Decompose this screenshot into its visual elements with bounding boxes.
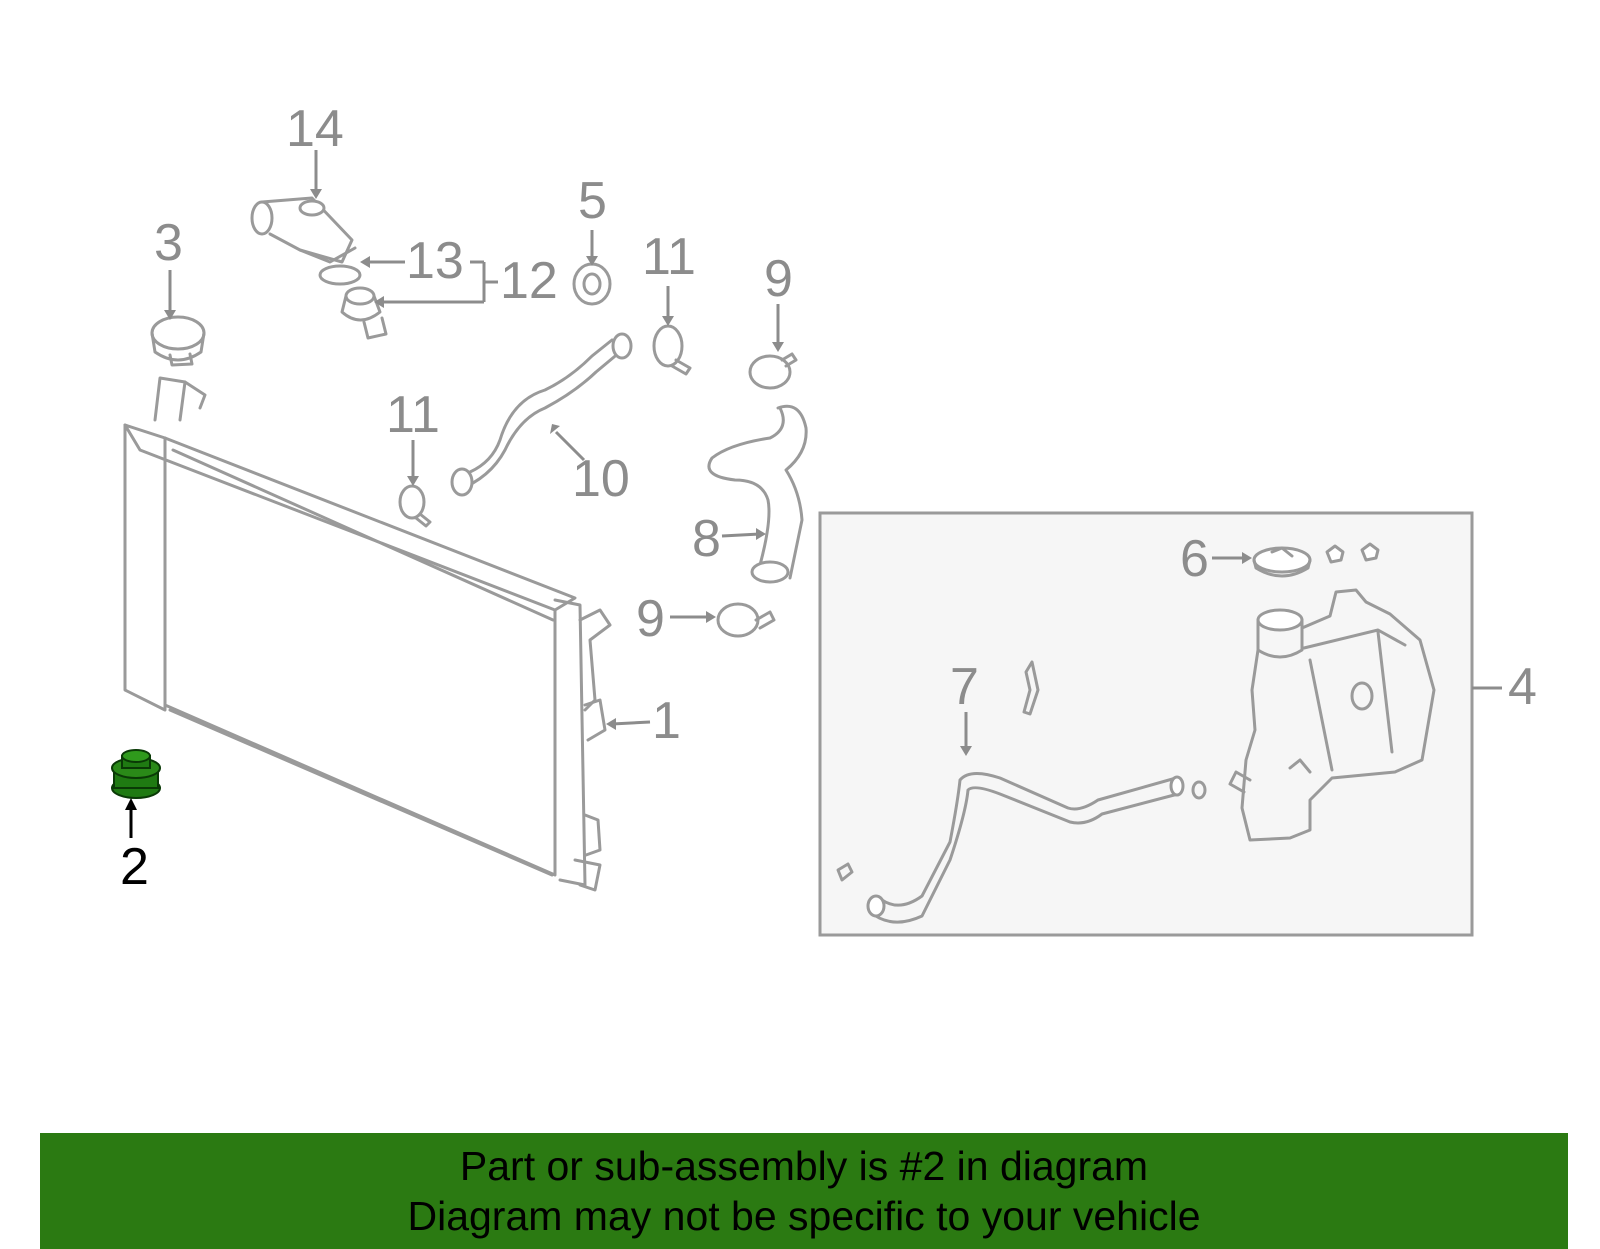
callout-4: 4 — [1508, 658, 1537, 716]
leader-lines — [125, 150, 1502, 838]
callout-12: 12 — [500, 252, 558, 310]
callout-7: 7 — [950, 658, 979, 716]
callout-1: 1 — [652, 692, 681, 750]
thermostat-housing-part-14[interactable] — [250, 196, 357, 264]
gasket-part-13[interactable] — [318, 264, 362, 286]
hose-clamp-part-11-upper[interactable] — [652, 324, 692, 376]
callout-labels: 1 2 3 4 5 6 7 8 9 9 10 11 11 12 13 14 — [120, 100, 1537, 896]
overflow-hose-part-7[interactable] — [836, 660, 1207, 924]
radiator-part-1[interactable] — [123, 376, 612, 892]
hose-clamp-part-9-upper[interactable] — [748, 352, 798, 390]
lower-hose-part-8[interactable] — [707, 404, 808, 584]
banner-line-1: Part or sub-assembly is #2 in diagram — [459, 1143, 1149, 1189]
callout-11-lower: 11 — [386, 386, 440, 444]
callout-9-lower: 9 — [636, 590, 665, 648]
reservoir-nut-1 — [1325, 544, 1345, 564]
insulator-part-2[interactable] — [111, 749, 161, 799]
reservoir-nut-2 — [1360, 542, 1380, 562]
callout-13: 13 — [406, 232, 464, 290]
radiator-cap-part-3[interactable] — [150, 315, 206, 367]
callout-11-upper: 11 — [642, 228, 696, 286]
callout-10: 10 — [572, 450, 630, 508]
clamp-part-5[interactable] — [572, 262, 612, 306]
thermostat-part-12[interactable] — [340, 286, 388, 340]
callout-8: 8 — [692, 510, 721, 568]
reservoir-cap-part-6[interactable] — [1252, 546, 1312, 578]
banner-line-2: Diagram may not be specific to your vehi… — [407, 1193, 1201, 1239]
upper-hose-part-10[interactable] — [450, 332, 633, 497]
callout-6: 6 — [1180, 530, 1209, 588]
callout-5: 5 — [578, 172, 607, 230]
callout-2: 2 — [120, 838, 149, 896]
callout-9-upper: 9 — [764, 250, 793, 308]
callout-14: 14 — [286, 100, 344, 158]
coolant-reservoir-part-4[interactable] — [1228, 588, 1436, 842]
part-info-banner: Part or sub-assembly is #2 in diagram Di… — [40, 1133, 1568, 1249]
hose-clamp-part-11-lower[interactable] — [398, 484, 432, 528]
callout-3: 3 — [154, 214, 183, 272]
hose-clamp-part-9-lower[interactable] — [716, 602, 776, 638]
reservoir-inset-box — [818, 511, 1474, 937]
